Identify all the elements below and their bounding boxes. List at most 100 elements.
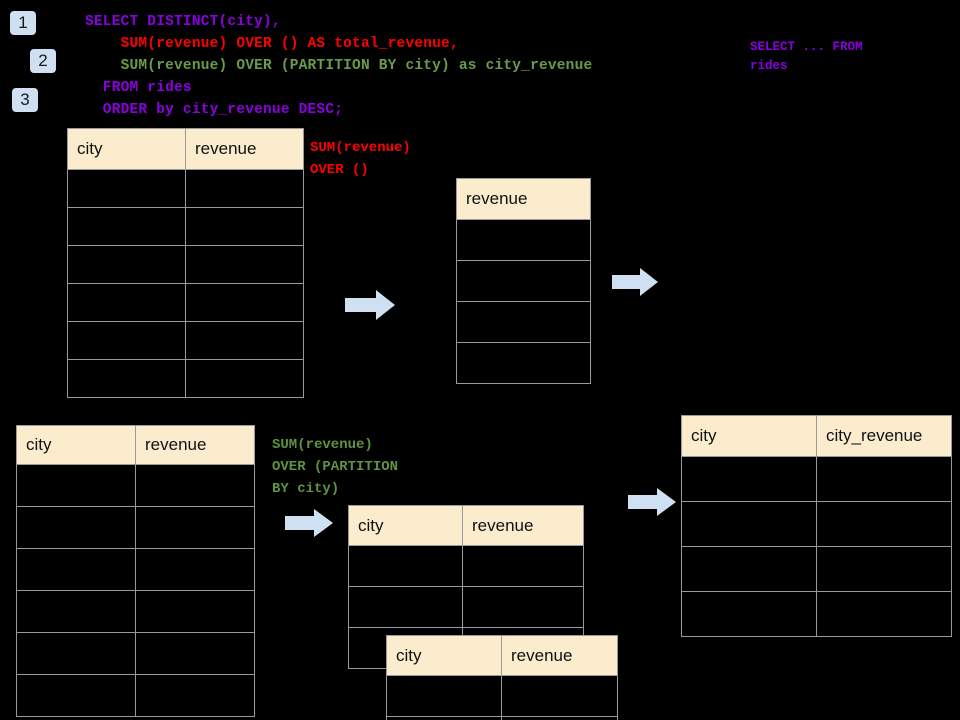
annotation-city-revenue-line3: BY city) bbox=[272, 481, 340, 497]
annotation-total-revenue-line2: OVER () bbox=[310, 162, 369, 178]
sql-line-order-by: ORDER by city_revenue DESC; bbox=[85, 102, 344, 118]
table-cell bbox=[816, 591, 952, 637]
step-badge-2: 2 bbox=[30, 49, 56, 73]
table-row bbox=[67, 283, 304, 322]
table-row bbox=[386, 675, 618, 717]
table-cell bbox=[185, 169, 304, 208]
sql-line-select: SELECT DISTINCT(city), bbox=[85, 14, 281, 30]
table-cell bbox=[681, 546, 817, 592]
column-header-city-revenue: city_revenue bbox=[816, 415, 952, 457]
table-header-row: city city_revenue bbox=[681, 415, 952, 457]
table-row bbox=[386, 716, 618, 720]
table-cell bbox=[462, 545, 584, 587]
column-header-revenue: revenue bbox=[456, 178, 591, 220]
table-cell bbox=[67, 169, 186, 208]
table-cell bbox=[816, 501, 952, 547]
table-cell bbox=[135, 590, 255, 633]
sidenote-select-from: SELECT ... FROM bbox=[750, 40, 863, 54]
sql-line-from: FROM rides bbox=[85, 80, 192, 96]
column-header-city: city bbox=[16, 425, 136, 465]
sql-line-total-revenue: SUM(revenue) OVER () AS total_revenue, bbox=[85, 36, 459, 52]
table-cell bbox=[16, 590, 136, 633]
table-cell bbox=[386, 716, 502, 720]
table-cell bbox=[501, 675, 618, 717]
table-cell bbox=[501, 716, 618, 720]
partition-table-front: city revenue bbox=[386, 635, 618, 720]
column-header-city: city bbox=[386, 635, 502, 676]
table-cell bbox=[456, 301, 591, 343]
column-header-revenue: revenue bbox=[462, 505, 584, 546]
table-cell bbox=[185, 359, 304, 398]
table-header-row: city revenue bbox=[386, 635, 618, 676]
table-header-row: city revenue bbox=[348, 505, 584, 546]
table-cell bbox=[681, 501, 817, 547]
table-cell bbox=[185, 245, 304, 284]
table-cell bbox=[456, 342, 591, 384]
table-header-row: city revenue bbox=[16, 425, 255, 465]
table-row bbox=[67, 245, 304, 284]
total-revenue-table: revenue bbox=[456, 178, 591, 384]
arrow-rides-to-total-revenue-icon bbox=[345, 290, 395, 320]
table-header-row: city revenue bbox=[67, 128, 304, 170]
table-cell bbox=[681, 591, 817, 637]
table-cell bbox=[185, 207, 304, 246]
annotation-city-revenue-line1: SUM(revenue) bbox=[272, 437, 373, 453]
annotation-city-revenue-line2: OVER (PARTITION bbox=[272, 459, 399, 475]
column-header-revenue: revenue bbox=[185, 128, 304, 170]
table-cell bbox=[348, 586, 463, 628]
table-cell bbox=[816, 456, 952, 502]
table-cell bbox=[135, 674, 255, 717]
table-cell bbox=[681, 456, 817, 502]
table-row bbox=[456, 219, 591, 261]
table-cell bbox=[67, 245, 186, 284]
table-row bbox=[16, 674, 255, 717]
column-header-revenue: revenue bbox=[501, 635, 618, 676]
column-header-revenue: revenue bbox=[135, 425, 255, 465]
table-cell bbox=[456, 260, 591, 302]
table-row bbox=[681, 501, 952, 547]
table-row bbox=[67, 321, 304, 360]
table-cell bbox=[135, 548, 255, 591]
column-header-city: city bbox=[348, 505, 463, 546]
arrow-rides-to-partition-icon bbox=[285, 509, 333, 537]
table-row bbox=[16, 506, 255, 549]
table-cell bbox=[67, 321, 186, 360]
table-row bbox=[681, 546, 952, 592]
table-cell bbox=[67, 359, 186, 398]
column-header-city: city bbox=[681, 415, 817, 457]
table-row bbox=[16, 632, 255, 675]
step-badge-1: 1 bbox=[10, 11, 36, 35]
column-header-city: city bbox=[67, 128, 186, 170]
table-row bbox=[681, 591, 952, 637]
table-cell bbox=[16, 506, 136, 549]
arrow-total-revenue-to-result-icon bbox=[612, 268, 658, 296]
rides-source-table-bottom: city revenue bbox=[16, 425, 255, 717]
table-cell bbox=[135, 632, 255, 675]
table-cell bbox=[386, 675, 502, 717]
table-row bbox=[456, 260, 591, 302]
result-table: city city_revenue bbox=[681, 415, 952, 637]
table-header-row: revenue bbox=[456, 178, 591, 220]
table-row bbox=[67, 359, 304, 398]
table-cell bbox=[462, 586, 584, 628]
table-row bbox=[16, 548, 255, 591]
table-row bbox=[16, 464, 255, 507]
table-cell bbox=[348, 545, 463, 587]
table-cell bbox=[16, 632, 136, 675]
rides-source-table-top: city revenue bbox=[67, 128, 304, 398]
table-cell bbox=[67, 283, 186, 322]
table-row bbox=[348, 545, 584, 587]
sql-line-city-revenue: SUM(revenue) OVER (PARTITION BY city) as… bbox=[85, 58, 593, 74]
table-row bbox=[67, 169, 304, 208]
table-cell bbox=[135, 464, 255, 507]
table-cell bbox=[16, 674, 136, 717]
table-row bbox=[456, 301, 591, 343]
table-cell bbox=[185, 321, 304, 360]
sidenote-rides: rides bbox=[750, 59, 788, 73]
table-cell bbox=[16, 548, 136, 591]
table-row bbox=[67, 207, 304, 246]
table-cell bbox=[185, 283, 304, 322]
table-cell bbox=[16, 464, 136, 507]
table-cell bbox=[456, 219, 591, 261]
